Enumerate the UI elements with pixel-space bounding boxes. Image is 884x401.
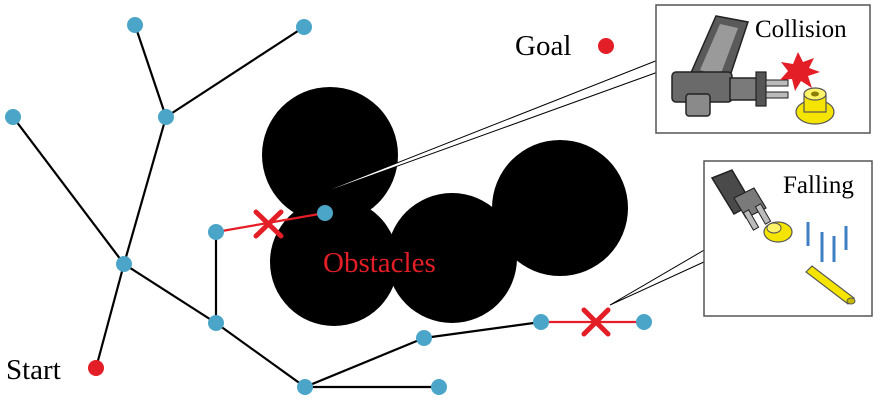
red-x-icon (253, 209, 284, 239)
collision-inset: Collision (655, 4, 871, 134)
tree-node (116, 256, 132, 272)
start-point (88, 360, 104, 376)
tree-node (296, 19, 312, 35)
tree-edge (12, 116, 125, 265)
tree-node (158, 109, 174, 125)
tree-node (431, 379, 447, 395)
robot-gripper-falling-icon (710, 169, 856, 305)
falling-inset: Falling (703, 160, 873, 317)
tree-edge (133, 24, 168, 118)
obstacles-label: Obstacles (323, 247, 436, 279)
goal-point (598, 38, 614, 54)
tree-nodes (5, 17, 652, 395)
tree-edge (304, 336, 425, 389)
tree-edge (94, 263, 126, 369)
red-x-icon (581, 307, 611, 337)
robot-gripper-collision-icon (671, 15, 835, 125)
obstacle-circle (387, 193, 517, 323)
tree-node (5, 109, 21, 125)
obstacle-circle (492, 140, 628, 276)
tree-edge (215, 322, 306, 388)
collision-label: Collision (755, 16, 847, 43)
obstacle-circle (270, 198, 398, 326)
tree-edge (165, 26, 305, 118)
tree-node (208, 315, 224, 331)
tree-node (317, 205, 333, 221)
tree-edge (123, 263, 217, 324)
obstacle-circle (262, 87, 398, 223)
tree-edge (122, 116, 168, 265)
falling-label: Falling (783, 172, 854, 199)
tree-node (533, 314, 549, 330)
start-label: Start (6, 354, 61, 386)
tree-edge (423, 320, 542, 340)
tree-node (636, 314, 652, 330)
tree-edges (12, 24, 542, 389)
tree-node (127, 17, 143, 33)
obstacles (262, 87, 628, 326)
tree-node (416, 330, 432, 346)
tree-node (208, 224, 224, 240)
tree-node (297, 379, 313, 395)
falling-callout (609, 248, 707, 306)
goal-label: Goal (515, 30, 571, 62)
